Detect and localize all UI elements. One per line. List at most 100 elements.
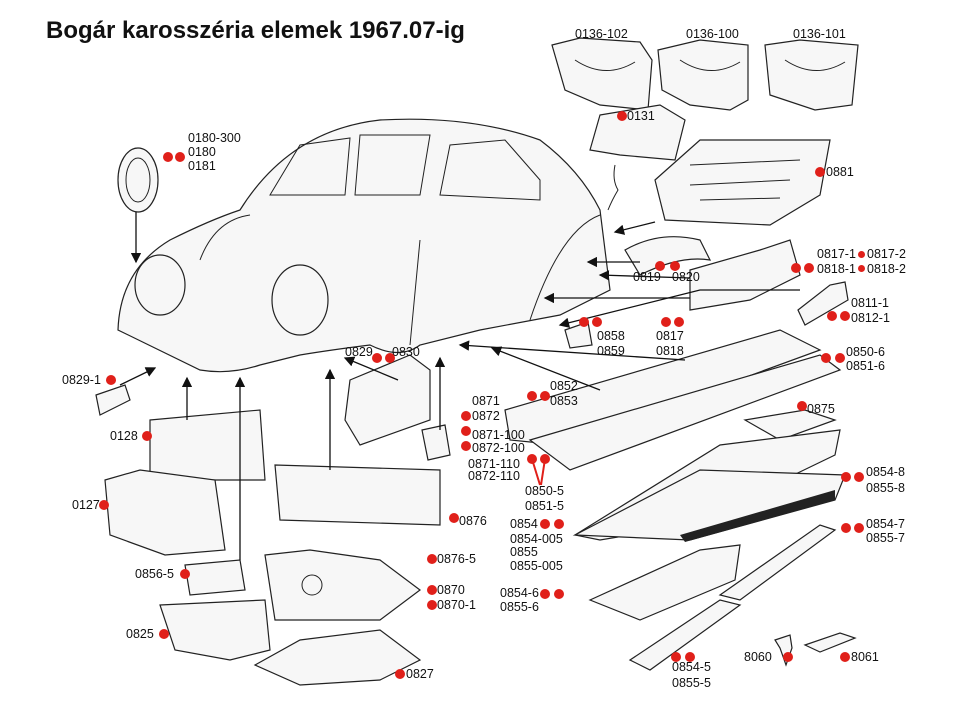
- marker-dot: [655, 261, 665, 271]
- marker-dot: [427, 585, 437, 595]
- label-0854-005: 0854-005: [510, 532, 563, 546]
- marker-dot: [592, 317, 602, 327]
- marker-dot: [554, 519, 564, 529]
- part-0180: [117, 147, 159, 213]
- label-0850-6: 0850-6: [846, 345, 885, 359]
- label-0180: 0180: [188, 145, 216, 159]
- car-body: [117, 118, 611, 373]
- label-0817: 0817: [656, 329, 684, 343]
- diagram-title: Bogár karosszéria elemek 1967.07-ig: [46, 17, 465, 44]
- marker-dot: [142, 431, 152, 441]
- marker-dot: [461, 411, 471, 421]
- marker-dot: [791, 263, 801, 273]
- label-0181: 0181: [188, 159, 216, 173]
- label-0829: 0829: [345, 345, 373, 359]
- label-0127: 0127: [72, 498, 100, 512]
- marker-dot: [797, 401, 807, 411]
- label-0851-6: 0851-6: [846, 359, 885, 373]
- marker-dot: [840, 311, 850, 321]
- marker-dot: [180, 569, 190, 579]
- marker-dot: [554, 589, 564, 599]
- label-0818-1: 0818-1: [817, 262, 856, 276]
- label-0855-5: 0855-5: [672, 676, 711, 690]
- label-0871: 0871: [472, 394, 500, 408]
- label-0854-6: 0854-6: [500, 586, 539, 600]
- label-0876: 0876: [459, 514, 487, 528]
- label-0871-110: 0871-110: [468, 457, 520, 471]
- label-0131: 0131: [627, 109, 655, 123]
- label-0817-1: 0817-1: [817, 247, 856, 261]
- marker-dot: [840, 652, 850, 662]
- label-0851-5: 0851-5: [525, 499, 564, 513]
- marker-dot: [671, 652, 681, 662]
- label-0855-6: 0855-6: [500, 600, 539, 614]
- marker-dot: [827, 311, 837, 321]
- part-0827: [253, 629, 422, 686]
- marker-dot: [372, 353, 382, 363]
- part-0856-5: [184, 559, 246, 596]
- part-0128: [149, 409, 266, 481]
- label-0872-110: 0872-110: [468, 469, 520, 483]
- marker-dot: [540, 391, 550, 401]
- label-0870-1: 0870-1: [437, 598, 476, 612]
- marker-dot: [854, 472, 864, 482]
- label-0859: 0859: [597, 344, 625, 358]
- marker-dot: [427, 554, 437, 564]
- marker-dot: [783, 652, 793, 662]
- part-0825: [159, 599, 271, 661]
- marker-dot: [385, 353, 395, 363]
- label-0818-2: 0818-2: [867, 262, 906, 276]
- marker-dot: [854, 523, 864, 533]
- label-0817-2: 0817-2: [867, 247, 906, 261]
- label-0855-8: 0855-8: [866, 481, 905, 495]
- label-0829-1: 0829-1: [62, 373, 101, 387]
- label-0872: 0872: [472, 409, 500, 423]
- marker-dot: [99, 500, 109, 510]
- label-0830: 0830: [392, 345, 420, 359]
- label-0819: 0819: [633, 270, 661, 284]
- label-0136-102: 0136-102: [575, 27, 628, 41]
- marker-dot: [685, 652, 695, 662]
- part-8061: [803, 632, 857, 653]
- label-0858: 0858: [597, 329, 625, 343]
- marker-dot: [527, 391, 537, 401]
- label-8061: 8061: [851, 650, 879, 664]
- label-0818: 0818: [656, 344, 684, 358]
- marker-dot: [835, 353, 845, 363]
- marker-dot: [395, 669, 405, 679]
- part-0127: [104, 469, 226, 556]
- marker-dot: [841, 472, 851, 482]
- marker-dot: [661, 317, 671, 327]
- part-0870: [264, 549, 421, 621]
- label-0855-7: 0855-7: [866, 531, 905, 545]
- marker-dot: [674, 317, 684, 327]
- label-0854-8: 0854-8: [866, 465, 905, 479]
- label-0852: 0852: [550, 379, 578, 393]
- part-0131: [589, 104, 686, 161]
- marker-dot: [815, 167, 825, 177]
- marker-dot: [670, 261, 680, 271]
- marker-dot: [427, 600, 437, 610]
- label-0853: 0853: [550, 394, 578, 408]
- marker-dot: [175, 152, 185, 162]
- marker-dot: [163, 152, 173, 162]
- marker-dot: [540, 454, 550, 464]
- marker-dot: [159, 629, 169, 639]
- label-0855: 0855: [510, 545, 538, 559]
- marker-dot: [857, 264, 865, 272]
- label-0820: 0820: [672, 270, 700, 284]
- front-panels-0136: [551, 37, 859, 111]
- label-0825: 0825: [126, 627, 154, 641]
- label-0881: 0881: [826, 165, 854, 179]
- label-0875: 0875: [807, 402, 835, 416]
- label-0811-1: 0811-1: [851, 296, 889, 310]
- marker-dot: [461, 426, 471, 436]
- part-0876: [274, 464, 441, 526]
- marker-dot: [579, 317, 589, 327]
- label-0870: 0870: [437, 583, 465, 597]
- marker-dot: [449, 513, 459, 523]
- label-0827: 0827: [406, 667, 434, 681]
- label-8060: 8060: [744, 650, 772, 664]
- label-0854: 0854: [510, 517, 538, 531]
